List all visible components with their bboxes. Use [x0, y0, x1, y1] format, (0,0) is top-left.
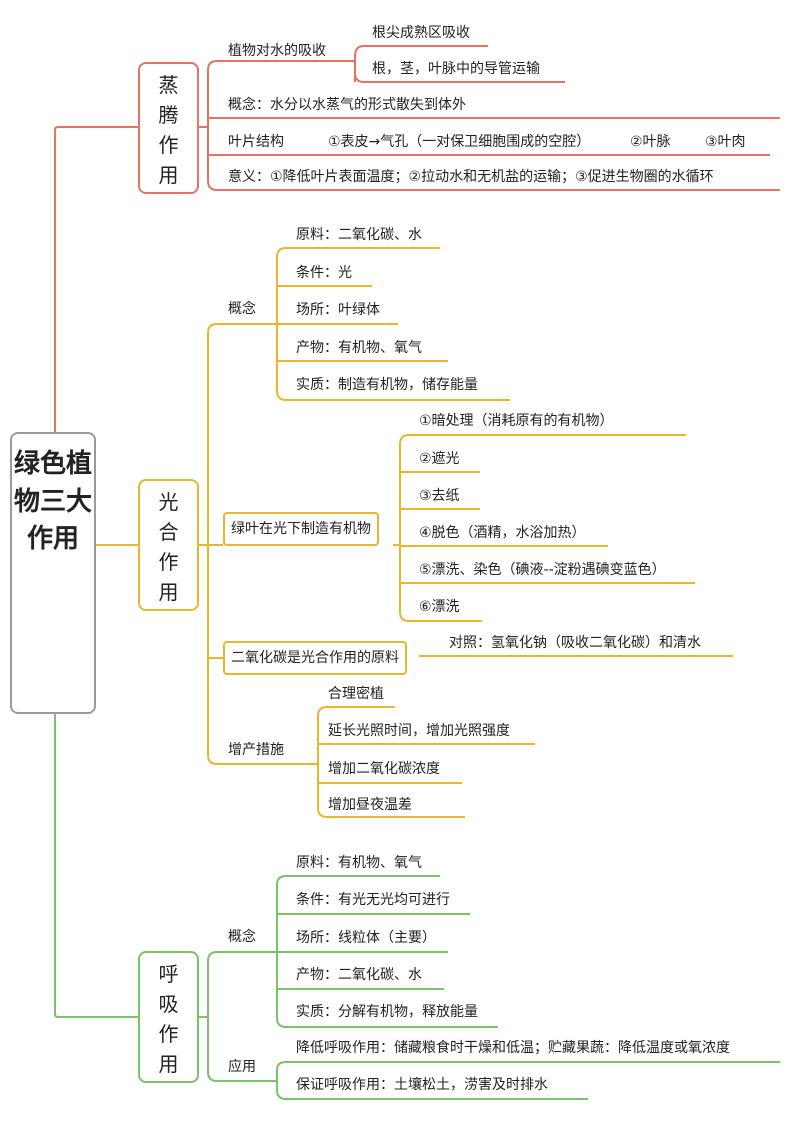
root-node: 绿色植物三大作用	[10, 432, 96, 714]
photosynthesis-branches	[199, 247, 733, 818]
transpiration-branches	[199, 45, 780, 191]
photosynthesis-concept-item-1: 原料：二氧化碳、水	[296, 227, 422, 243]
photosynthesis-co2-control: 对照：氢氧化钠（吸收二氧化碳）和清水	[449, 635, 701, 651]
photosynthesis-co2: 二氧化碳是光合作用的原料	[223, 641, 407, 675]
respiration-concept-item-1: 原料：有机物、氧气	[296, 855, 422, 871]
respiration-application-item-2: 保证呼吸作用：土壤松土，涝害及时排水	[296, 1077, 548, 1093]
increase-item-1: 合理密植	[328, 686, 384, 702]
transpiration-leaf-part-3: ③叶肉	[705, 134, 746, 150]
transpiration-absorb: 植物对水的吸收	[228, 43, 326, 59]
photosynthesis-title: 光合作用	[158, 490, 179, 604]
transpiration-node: 蒸腾作用	[138, 62, 199, 194]
transpiration-leaf-part-2: ②叶脉	[630, 134, 671, 150]
respiration-concept-item-2: 条件：有光无光均可进行	[296, 892, 450, 908]
transpiration-leaf-structure: 叶片结构	[228, 134, 284, 150]
respiration-concept-item-5: 实质：分解有机物，释放能量	[296, 1004, 478, 1020]
experiment-step-2: ②遮光	[419, 451, 460, 467]
photosynthesis-experiment: 绿叶在光下制造有机物	[223, 512, 379, 546]
root-title: 绿色植物三大作用	[13, 449, 92, 554]
respiration-application: 应用	[228, 1059, 256, 1075]
connector-root-respiration	[54, 714, 138, 1018]
photosynthesis-concept: 概念	[228, 301, 256, 317]
respiration-branches	[199, 875, 780, 1100]
respiration-concept: 概念	[228, 929, 256, 945]
connector-root-transpiration	[54, 126, 138, 432]
increase-item-4: 增加昼夜温差	[328, 797, 412, 813]
respiration-node: 呼吸作用	[138, 951, 199, 1083]
experiment-step-5: ⑤漂洗、染色（碘液--淀粉遇碘变蓝色）	[419, 562, 666, 578]
increase-item-3: 增加二氧化碳浓度	[328, 761, 440, 777]
respiration-concept-item-3: 场所：线粒体（主要）	[296, 930, 436, 946]
photosynthesis-concept-item-3: 场所：叶绿体	[296, 302, 380, 318]
respiration-title: 呼吸作用	[158, 962, 179, 1076]
experiment-step-4: ④脱色（酒精，水浴加热）	[419, 525, 586, 541]
experiment-step-3: ③去纸	[419, 488, 460, 504]
transpiration-significance: 意义：①降低叶片表面温度；②拉动水和无机盐的运输；③促进生物圈的水循环	[228, 169, 714, 185]
experiment-step-1: ①暗处理（消耗原有的有机物）	[419, 413, 614, 429]
photosynthesis-node: 光合作用	[138, 479, 199, 611]
photosynthesis-increase: 增产措施	[228, 742, 284, 758]
photosynthesis-concept-item-4: 产物：有机物、氧气	[296, 340, 422, 356]
respiration-application-item-1: 降低呼吸作用：储藏粮食时干燥和低温；贮藏果蔬：降低温度或氧浓度	[296, 1040, 730, 1056]
increase-item-2: 延长光照时间，增加光照强度	[328, 723, 510, 739]
photosynthesis-concept-item-5: 实质：制造有机物，储存能量	[296, 377, 478, 393]
experiment-step-6: ⑥漂洗	[419, 599, 460, 615]
transpiration-absorb-child-1: 根尖成熟区吸收	[372, 25, 470, 41]
transpiration-concept: 概念：水分以水蒸气的形式散失到体外	[228, 97, 466, 113]
transpiration-leaf-part-1: ①表皮→气孔（一对保卫细胞围成的空腔）	[328, 134, 591, 150]
respiration-concept-item-4: 产物：二氧化碳、水	[296, 967, 422, 983]
transpiration-absorb-child-2: 根，茎，叶脉中的导管运输	[372, 61, 540, 77]
photosynthesis-concept-item-2: 条件：光	[296, 265, 352, 281]
transpiration-title: 蒸腾作用	[158, 73, 179, 187]
